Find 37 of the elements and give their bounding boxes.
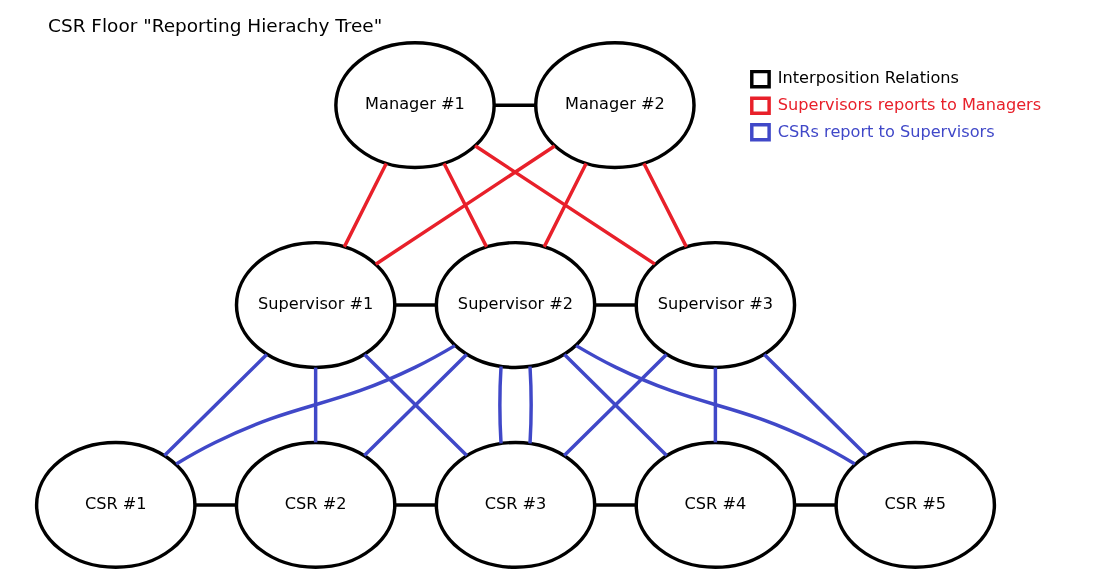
node-ellipse: CSR #2 [234, 440, 396, 570]
connector [374, 144, 556, 266]
connector [527, 366, 533, 444]
connector [473, 144, 656, 266]
connector [794, 503, 836, 507]
connector [174, 344, 456, 466]
node-ellipse: CSR #4 [634, 440, 796, 570]
connector [713, 367, 717, 443]
connector [493, 103, 536, 107]
node-ellipse: CSR #3 [434, 440, 596, 570]
connector [394, 503, 436, 507]
connector [574, 344, 856, 466]
diagram-title: CSR Floor "Reporting Hierachy Tree" [47, 15, 382, 37]
legend-label: Supervisors reports to Managers [777, 95, 1041, 114]
connector [313, 367, 317, 443]
node-ellipse: Manager #2 [533, 41, 696, 170]
node-ellipse: Supervisor #3 [634, 240, 796, 370]
connector [342, 162, 388, 248]
connector [394, 303, 436, 307]
node-ellipse: CSR #1 [34, 440, 197, 570]
connector [162, 353, 268, 457]
connector [762, 353, 868, 457]
legend-label: CSRs report to Supervisors [777, 121, 995, 141]
connector [594, 303, 636, 307]
connector [542, 162, 588, 248]
connector [497, 366, 503, 444]
connector [641, 162, 688, 248]
connector [442, 162, 488, 248]
legend-label: Interposition Relations [777, 68, 959, 88]
connector [562, 353, 668, 457]
connector [194, 503, 236, 507]
connector [594, 503, 636, 507]
node-ellipse: CSR #5 [833, 440, 996, 570]
node-ellipse: Supervisor #1 [234, 240, 396, 370]
node-ellipse: Manager #1 [333, 41, 496, 170]
connector [362, 353, 468, 457]
node-ellipse: Supervisor #2 [434, 240, 596, 370]
